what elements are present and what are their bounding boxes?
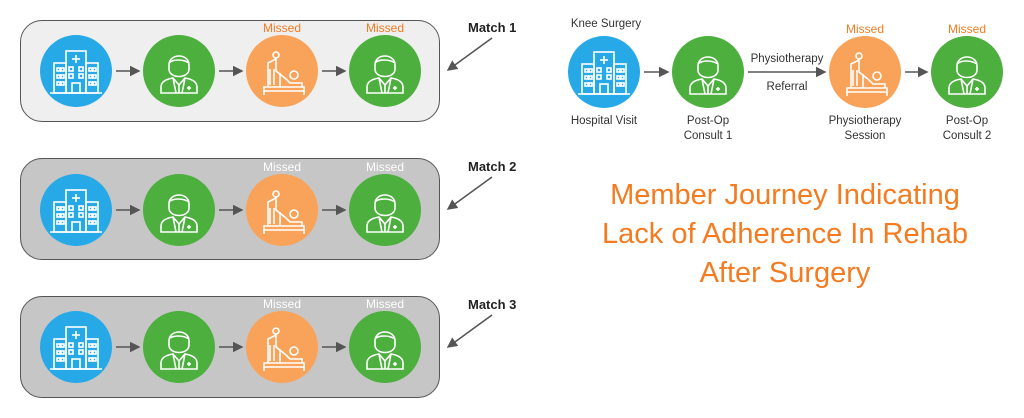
node-label: Post-Op Consult 1 (683, 115, 733, 142)
title-line: After Surgery (699, 257, 871, 289)
missed-label: Missed (262, 21, 301, 35)
doctor-icon (143, 174, 215, 246)
missed-label: Missed (845, 22, 884, 36)
hospital-icon (40, 174, 112, 246)
hospital-icon (40, 311, 112, 383)
doctor-icon (143, 311, 215, 383)
physiotherapy-icon (246, 35, 318, 107)
doctor-icon (672, 36, 744, 108)
title-line: Lack of Adherence In Rehab (602, 218, 968, 250)
title-line: Member Journey Indicating (610, 179, 960, 211)
doctor-icon (143, 35, 215, 107)
doctor-icon (349, 174, 421, 246)
node-label: Post-Op Consult 2 (942, 115, 992, 142)
doctor-icon (931, 36, 1003, 108)
missed-label: Missed (262, 160, 301, 174)
edge-label-top: Physiotherapy (750, 53, 824, 65)
missed-label: Missed (262, 297, 301, 311)
missed-label: Missed (947, 22, 986, 36)
physiotherapy-icon (246, 311, 318, 383)
missed-label: Missed (365, 160, 404, 174)
physiotherapy-icon (246, 174, 318, 246)
missed-label: Missed (365, 297, 404, 311)
hospital-icon (568, 36, 640, 108)
missed-label: Missed (365, 21, 404, 35)
physiotherapy-icon (829, 36, 901, 108)
diagram-title: Member Journey Indicating Lack of Adhere… (570, 176, 1000, 293)
hospital-icon (40, 35, 112, 107)
match-label: Match 1 (468, 20, 517, 35)
doctor-icon (349, 35, 421, 107)
match-label: Match 3 (468, 297, 517, 312)
doctor-icon (349, 311, 421, 383)
match-label: Match 2 (468, 159, 517, 174)
node-label: Hospital Visit (570, 115, 638, 127)
node-label: Physiotherapy Session (828, 115, 902, 142)
knee-surgery-label: Knee Surgery (570, 18, 642, 30)
edge-label-bottom: Referral (766, 81, 808, 93)
